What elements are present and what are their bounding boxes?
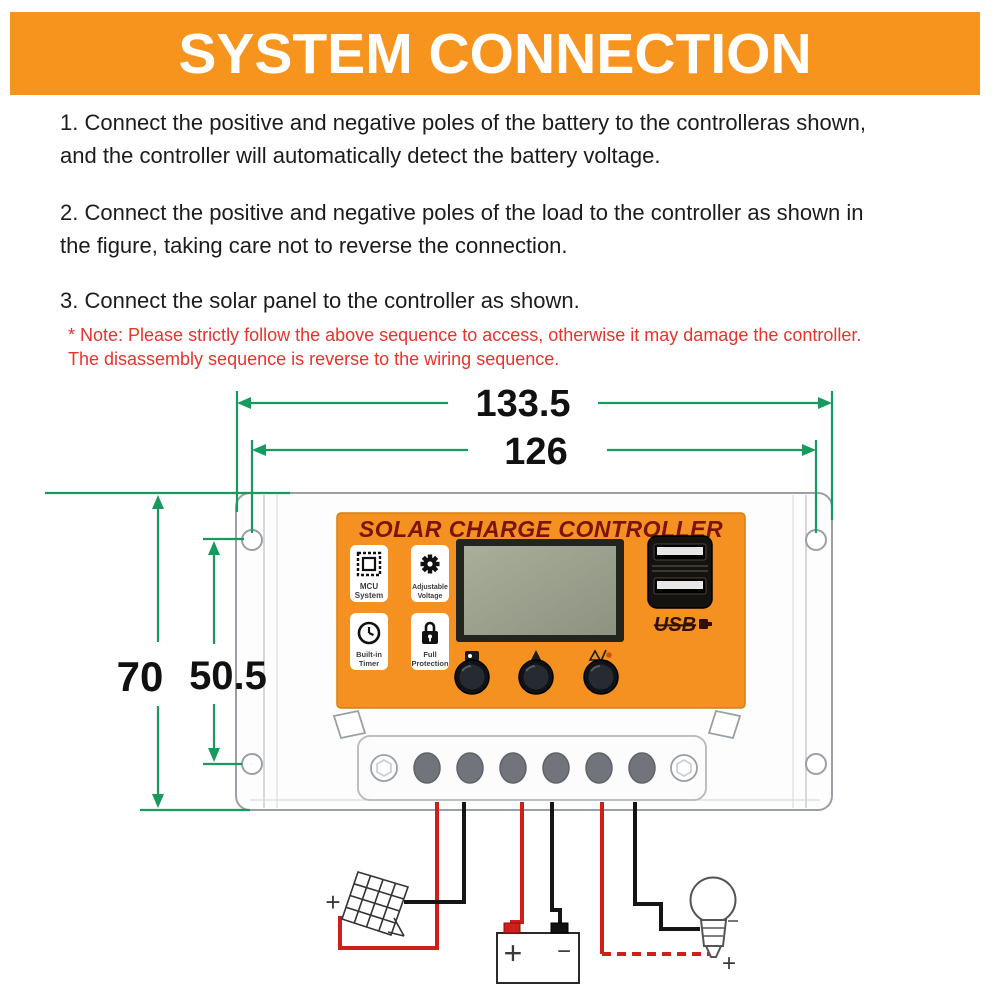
button-down[interactable] [583,659,619,695]
button-up[interactable] [518,659,554,695]
button-display[interactable] [454,659,490,695]
terminal-strip [357,735,707,801]
clock-icon [357,621,381,645]
feature-badge-mcu: MCU System [350,545,388,602]
dim-label-inner-height: 50.5 [189,654,267,698]
battery-minus-mark: − [557,938,571,965]
badge-label: Full [423,650,436,659]
feature-badge-voltage: Adjustable Voltage [411,545,449,602]
feature-badge-timer: Built-in Timer [350,613,388,670]
gear-icon [420,554,440,574]
dimension-inner-height: 50.5 [189,537,267,766]
warning-note: * Note: Please strictly follow the above… [68,323,948,371]
terminal-solar-plus[interactable] [413,752,441,784]
terminal-load-minus[interactable] [628,752,656,784]
terminal-battery-plus[interactable] [499,752,527,784]
system-connection-diagram: SOLAR CHARGE CONTROLLER MCU System [45,383,834,984]
up-arrow-button-icon [531,650,541,660]
faceplate: SOLAR CHARGE CONTROLLER MCU System [336,512,746,709]
chip-icon [356,551,382,577]
feature-badge-protection: Full Protection [411,613,449,670]
wire-load-positive [600,802,714,956]
badge-label: Adjustable [412,584,448,591]
dim-label-inner-width: 126 [504,431,567,473]
instruction-line: 1. Connect the positive and negative pol… [60,110,866,135]
header-banner: SYSTEM CONNECTION [10,12,980,95]
page-title: SYSTEM CONNECTION [178,21,812,86]
wire-battery-positive [510,802,524,930]
terminal-solar-minus[interactable] [456,752,484,784]
dimension-outer-height: 70 [45,491,290,812]
load-plus-mark: + [722,950,736,977]
battery-plus-mark: + [504,935,523,971]
badge-label: Built-in [356,650,382,659]
light-bulb [689,876,738,958]
terminal-battery-minus[interactable] [542,752,570,784]
mount-hole [241,753,263,775]
wire-solar-positive [338,802,439,950]
battery-terminal-negative [550,922,569,934]
badge-label: Voltage [418,593,443,600]
badge-label: MCU [360,582,378,591]
battery: + − [496,922,580,984]
light-mode-button-icon [588,649,612,662]
usb-ports[interactable] [647,535,713,609]
mounting-clip-right [707,709,742,740]
dimension-inner-width: 126 [250,431,818,533]
badge-label: Protection [411,659,449,668]
note-line: The disassembly sequence is reverse to t… [68,349,560,369]
lcd-screen [456,539,624,642]
usb-plug-icon [699,619,712,629]
solar-panel [340,871,410,937]
mount-hole [805,753,827,775]
lock-icon [422,621,438,644]
instruction-step-3: 3. Connect the solar panel to the contro… [60,284,965,317]
terminal-load-plus[interactable] [585,752,613,784]
wire-load-negative [633,802,700,931]
badge-label: System [355,591,383,600]
display-button-icon [465,651,479,661]
wire-solar-negative [404,802,466,904]
dimension-outer-width: 133.5 [235,383,834,520]
note-line: * Note: Please strictly follow the above… [68,325,862,345]
mounting-clip-left [332,709,367,740]
dim-label-outer-width: 133.5 [475,383,570,425]
instruction-step-2: 2. Connect the positive and negative pol… [60,196,965,262]
strip-screw-right [670,754,698,782]
wire-battery-negative [550,802,562,926]
instruction-line: the figure, taking care not to reverse t… [60,233,568,258]
usb-label-group: USB [654,614,712,636]
badge-label: Timer [359,659,379,668]
dim-label-outer-height: 70 [117,653,164,700]
instruction-line: 2. Connect the positive and negative pol… [60,200,864,225]
battery-terminal-positive [503,922,521,934]
instruction-line: 3. Connect the solar panel to the contro… [60,288,580,313]
usb-label: USB [654,614,696,636]
solar-plus-mark: + [325,887,340,917]
instruction-line: and the controller will automatically de… [60,143,661,168]
instruction-step-1: 1. Connect the positive and negative pol… [60,106,965,172]
strip-screw-left [370,754,398,782]
